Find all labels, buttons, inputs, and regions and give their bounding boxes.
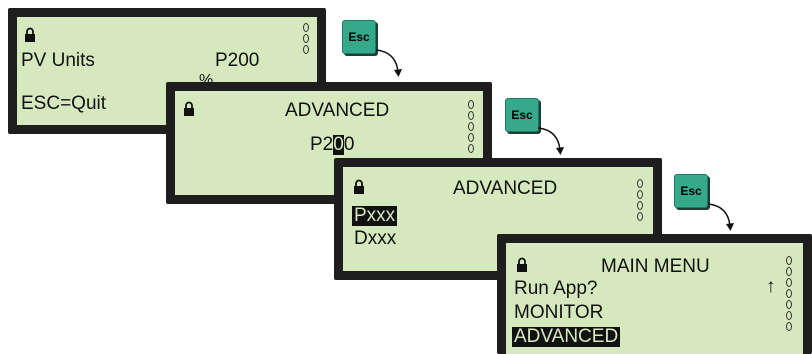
status-led	[468, 122, 474, 131]
menu-title: MAIN MENU	[601, 256, 710, 277]
esc-key-button[interactable]: Esc	[342, 20, 376, 54]
status-led	[303, 45, 309, 54]
status-led	[468, 111, 474, 120]
parameter-label: PV Units	[21, 50, 95, 71]
status-led	[786, 322, 792, 331]
status-leds	[637, 179, 643, 221]
status-led	[786, 267, 792, 276]
status-leds	[303, 23, 309, 54]
status-led	[303, 34, 309, 43]
curved-arrow-icon	[375, 49, 402, 77]
curved-arrow-icon	[537, 127, 564, 155]
parameter-code: P200	[310, 135, 354, 155]
curved-arrow-icon	[707, 203, 734, 231]
lcd-panel-main-menu: MAIN MENU Run App? ↑ MONITOR ADVANCED	[497, 234, 812, 354]
status-led	[303, 23, 309, 32]
menu-item[interactable]: MONITOR	[514, 302, 604, 323]
quit-hint: ESC=Quit	[21, 93, 107, 114]
lcd-panel-advanced-code: ADVANCED P200	[166, 82, 492, 204]
parameter-value: P200	[215, 50, 260, 71]
status-led	[637, 201, 643, 210]
edit-cursor: 0	[333, 134, 344, 155]
status-led	[468, 133, 474, 142]
status-led	[637, 190, 643, 199]
padlock-icon	[184, 101, 194, 116]
padlock-icon	[354, 179, 364, 194]
status-led	[637, 212, 643, 221]
status-led	[786, 256, 792, 265]
status-led	[786, 278, 792, 287]
code-suffix: 0	[343, 134, 355, 155]
padlock-icon	[517, 257, 527, 272]
lcd-panel-pv-units: PV Units P200 % ESC=Quit	[8, 8, 326, 134]
menu-title: ADVANCED	[285, 100, 390, 121]
menu-item[interactable]: Dxxx	[354, 228, 397, 249]
status-led	[637, 179, 643, 188]
esc-key-button[interactable]: Esc	[674, 174, 708, 208]
status-led	[786, 311, 792, 320]
status-led	[468, 100, 474, 109]
padlock-icon	[25, 27, 35, 42]
scroll-up-icon: ↑	[766, 276, 776, 297]
status-leds	[468, 100, 474, 153]
status-led	[786, 300, 792, 309]
menu-item-selected[interactable]: ADVANCED	[512, 326, 621, 347]
menu-item[interactable]: Run App?	[514, 278, 598, 299]
lcd-screen: MAIN MENU Run App? ↑ MONITOR ADVANCED	[506, 243, 803, 354]
menu-title: ADVANCED	[453, 178, 558, 199]
esc-key-button[interactable]: Esc	[505, 98, 539, 132]
code-prefix: P2	[310, 134, 334, 155]
status-led	[468, 144, 474, 153]
menu-item-selected[interactable]: Pxxx	[352, 205, 398, 226]
status-led	[786, 289, 792, 298]
status-leds	[786, 256, 792, 331]
